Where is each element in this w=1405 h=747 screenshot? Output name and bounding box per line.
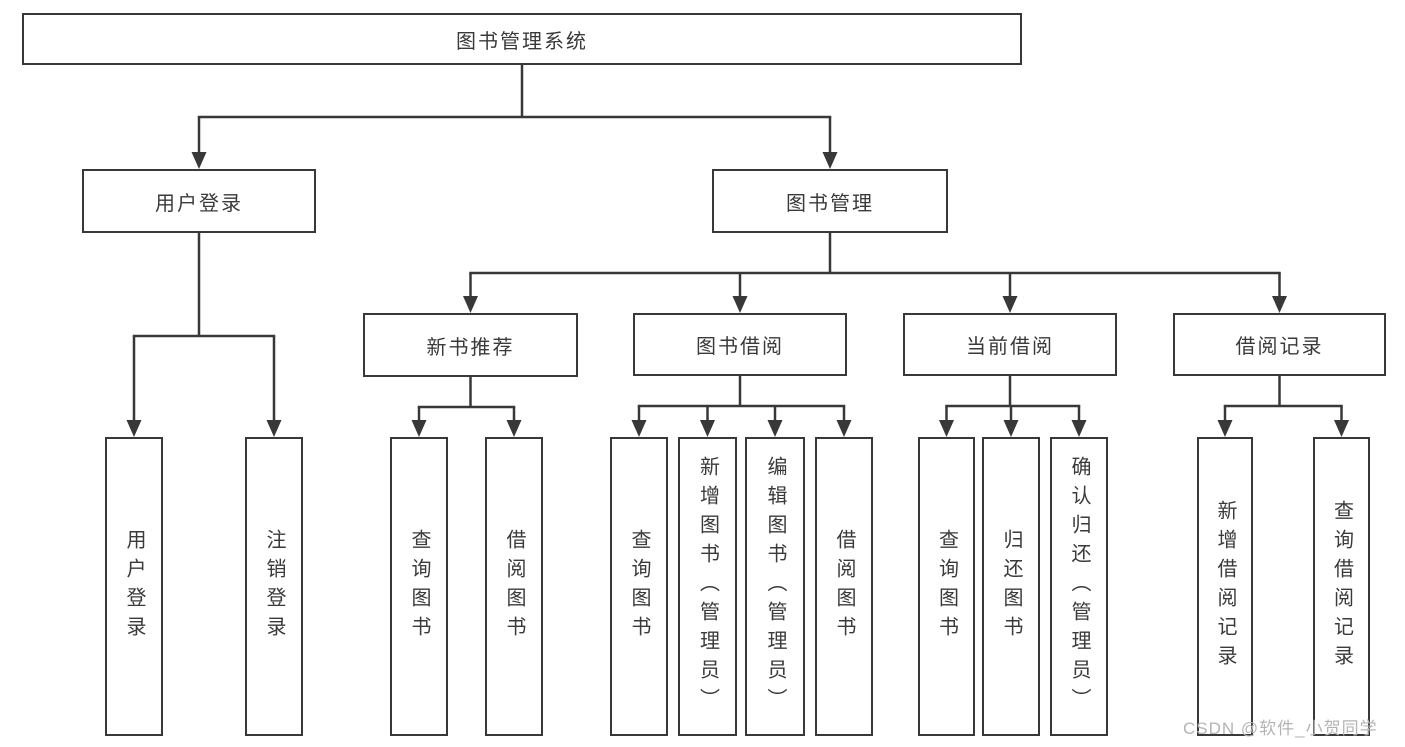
- leaf-record-add-borrow-record: 新增借阅记录: [1197, 437, 1253, 736]
- node-label: 图书管理: [786, 192, 874, 215]
- node-label: 用户登录: [155, 192, 243, 215]
- csdn-watermark: CSDN @软件_小贺同学: [1183, 719, 1378, 738]
- node-current-borrowing: 当前借阅: [903, 313, 1117, 376]
- leaf-current-confirm-return-admin: 确认归还（管理员）: [1050, 437, 1108, 736]
- node-book-management: 图书管理: [712, 169, 948, 233]
- leaf-logout: 注销登录: [245, 437, 303, 736]
- node-label: 新增图书（管理员）: [696, 456, 719, 717]
- leaf-borrow-borrow-books: 借阅图书: [815, 437, 873, 736]
- node-label: 新增借阅记录: [1214, 499, 1236, 674]
- node-label: 编辑图书（管理员）: [764, 456, 786, 717]
- node-book-borrowing: 图书借阅: [633, 313, 847, 376]
- leaf-borrow-edit-books-admin: 编辑图书（管理员）: [745, 437, 805, 736]
- node-user-login-group: 用户登录: [82, 169, 316, 233]
- node-label: 注销登录: [263, 528, 285, 645]
- node-library-management-system: 图书管理系统: [22, 13, 1022, 65]
- node-label: 查询借阅记录: [1330, 499, 1353, 674]
- leaf-user-login: 用户登录: [105, 437, 163, 736]
- leaf-borrow-add-books-admin: 新增图书（管理员）: [678, 437, 737, 736]
- node-label: 图书借阅: [696, 336, 784, 358]
- leaf-rec-query-books: 查询图书: [390, 437, 448, 736]
- node-label: 图书管理系统: [456, 30, 588, 53]
- node-label: 查询图书: [408, 528, 430, 645]
- leaf-record-query-borrow-record: 查询借阅记录: [1313, 437, 1370, 736]
- node-label: 借阅记录: [1235, 336, 1324, 358]
- node-label: 查询图书: [628, 528, 650, 645]
- node-label: 新书推荐: [426, 336, 515, 359]
- leaf-current-query-books: 查询图书: [918, 437, 975, 736]
- node-label: 借阅图书: [503, 528, 525, 645]
- node-new-book-recommendation: 新书推荐: [363, 313, 578, 377]
- leaf-current-return-books: 归还图书: [982, 437, 1040, 736]
- node-label: 归还图书: [1000, 528, 1022, 645]
- node-label: 确认归还（管理员）: [1068, 456, 1090, 717]
- leaf-rec-borrow-books: 借阅图书: [485, 437, 543, 736]
- node-label: 查询图书: [935, 528, 958, 645]
- leaf-borrow-query-books: 查询图书: [610, 437, 668, 736]
- node-label: 借阅图书: [833, 528, 855, 645]
- node-label: 当前借阅: [966, 336, 1054, 358]
- node-label: 用户登录: [123, 528, 145, 645]
- node-borrowing-records: 借阅记录: [1173, 313, 1386, 376]
